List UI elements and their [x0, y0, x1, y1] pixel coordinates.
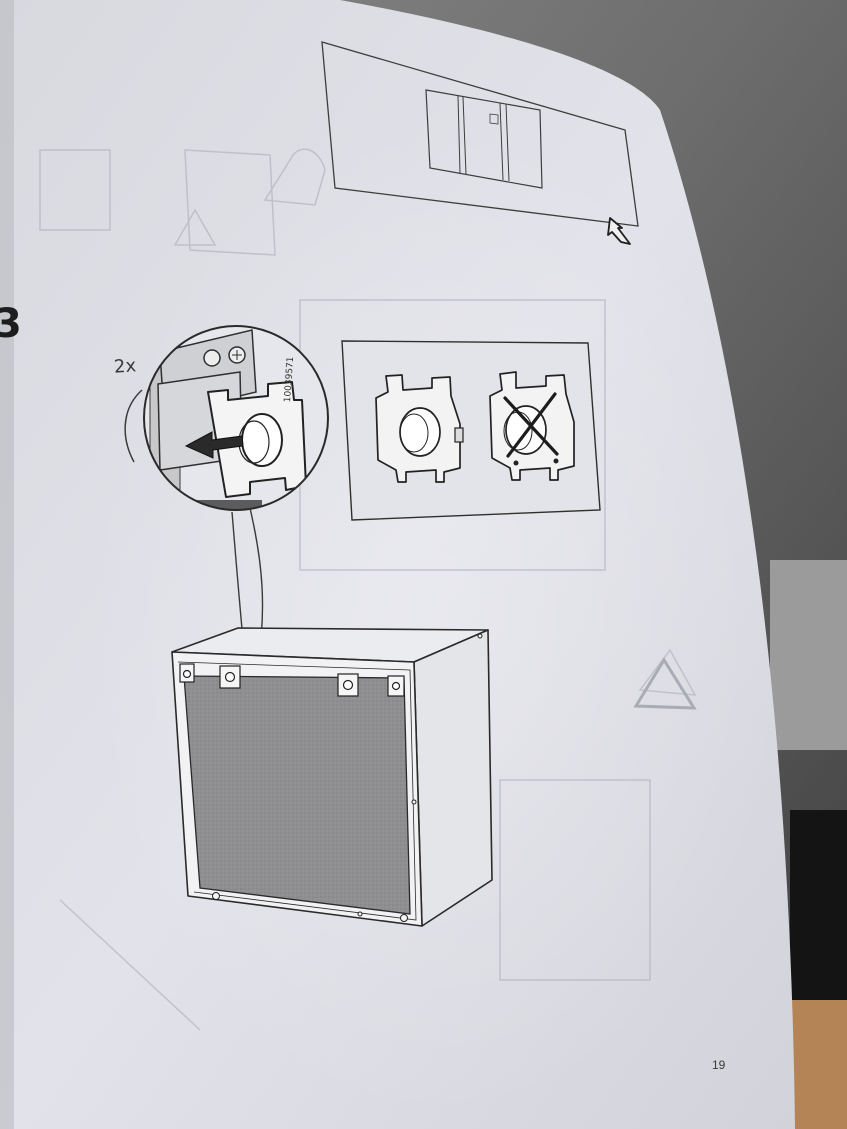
- steel-panel: [770, 560, 847, 750]
- cabinet-illustration: [171, 627, 493, 927]
- arrow-down-icon: [607, 217, 631, 245]
- page-number: 19: [712, 1058, 726, 1072]
- cross-icon: [503, 392, 559, 458]
- quantity-label: 2x: [113, 355, 137, 378]
- overview-diagram: [321, 41, 639, 227]
- detail-magnifier: [124, 325, 329, 675]
- correct-bracket-icon: [375, 374, 464, 483]
- dark-strip: [790, 810, 847, 1010]
- step-number: 3: [0, 301, 22, 347]
- warning-triangle-icon: [633, 657, 697, 710]
- show-through-drawings: [39, 148, 697, 1031]
- orientation-comparison: [341, 340, 601, 521]
- wood-surface: [790, 1000, 847, 1129]
